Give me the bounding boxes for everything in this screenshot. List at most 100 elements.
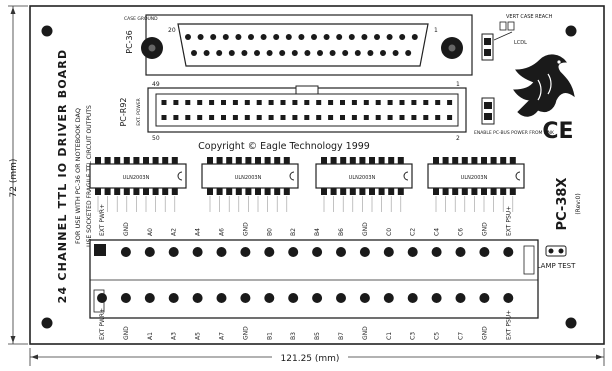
- terminal-screw[interactable]: [359, 247, 370, 257]
- terminal-screw[interactable]: [144, 293, 155, 303]
- terminal-screw[interactable]: [240, 247, 251, 257]
- idc50-pin: [447, 115, 453, 120]
- d37-pin: [285, 34, 292, 40]
- d37-pin: [210, 34, 217, 40]
- idc50-pin: [399, 100, 405, 105]
- terminal-label-top: EXT PSU+: [505, 206, 512, 236]
- terminal-label-top: C6: [458, 228, 465, 236]
- d37-pin-1-label: 1: [434, 27, 438, 34]
- d37-pin: [185, 34, 191, 40]
- terminal-screw[interactable]: [192, 247, 203, 257]
- idc50-pin: [304, 115, 310, 120]
- ic-pad: [378, 157, 385, 164]
- d37-pin: [317, 50, 323, 56]
- terminal-block: [89, 239, 539, 319]
- idc50-pin: [375, 115, 381, 120]
- idc50-pin: [328, 115, 334, 120]
- terminal-screw[interactable]: [336, 247, 346, 257]
- case-jumper-sublabel: LCDL: [514, 40, 527, 46]
- terminal-screw[interactable]: [216, 247, 227, 257]
- ic-pad: [104, 188, 111, 195]
- terminal-screw[interactable]: [120, 293, 131, 303]
- terminal-label-bottom: B7: [338, 332, 345, 340]
- terminal-label-bottom: B3: [290, 332, 297, 340]
- ic-pad: [397, 188, 404, 195]
- idc50-pin: [411, 100, 417, 105]
- d37-pin: [336, 34, 343, 40]
- terminal-screw[interactable]: [312, 293, 323, 303]
- terminal-screw[interactable]: [455, 293, 466, 303]
- terminal-screw[interactable]: [479, 247, 490, 257]
- mounting-hole-bottom-right: [565, 317, 577, 329]
- terminal-screw[interactable]: [503, 247, 514, 257]
- case-jumper-label: VERT CASE REACH: [506, 14, 553, 20]
- ic-pad: [274, 188, 281, 195]
- terminal-screw[interactable]: [216, 293, 227, 303]
- terminal-screw[interactable]: [264, 293, 275, 303]
- ic-pad: [162, 157, 169, 164]
- model-label: PC-38X: [555, 178, 570, 231]
- d37-pin: [241, 50, 248, 56]
- idc50-connector-label: PC-R92: [119, 97, 128, 126]
- ic-pad: [359, 188, 366, 195]
- terminal-label-bottom: GND: [123, 326, 130, 340]
- terminal-screw[interactable]: [336, 293, 346, 303]
- terminal-screw[interactable]: [407, 247, 418, 257]
- terminal-screw[interactable]: [192, 293, 203, 303]
- terminal-screw[interactable]: [120, 247, 131, 257]
- idc50-pin: [256, 115, 262, 120]
- ic-pad: [171, 157, 178, 164]
- idc50-pin: [423, 100, 429, 105]
- terminal-screw[interactable]: [97, 293, 107, 303]
- terminal-screw[interactable]: [431, 293, 442, 303]
- terminal-label-top: GND: [242, 222, 249, 236]
- terminal-screw[interactable]: [383, 247, 394, 257]
- d37-pin: [311, 34, 317, 40]
- idc50-pin-2-label: 2: [456, 135, 460, 142]
- idc50-pin: [268, 100, 274, 105]
- idc50-pins-bottom: [161, 115, 453, 120]
- terminal-screw[interactable]: [479, 293, 490, 303]
- power-jumper: [481, 97, 495, 125]
- terminal-screw[interactable]: [431, 247, 442, 257]
- terminals-bottom-row: [97, 293, 514, 303]
- idc50-pin: [375, 100, 381, 105]
- d37-pin: [374, 34, 380, 40]
- d37-pin: [411, 34, 418, 40]
- d37-pin: [279, 50, 286, 56]
- d37-connector-label: PC-36: [125, 30, 134, 53]
- idc50-pin: [351, 115, 357, 120]
- terminal-screw[interactable]: [264, 247, 275, 257]
- d37-case-ground-label: CASE GROUND: [124, 16, 158, 22]
- terminal-screw[interactable]: [288, 293, 299, 303]
- idc50-pin: [244, 100, 250, 105]
- ic-pad: [349, 157, 356, 164]
- ic-pad: [461, 188, 468, 195]
- d37-pin: [304, 50, 311, 56]
- terminal-screw[interactable]: [144, 247, 155, 257]
- terminal-screw[interactable]: [312, 247, 323, 257]
- idc50-pin: [351, 100, 357, 105]
- ic-pad: [235, 188, 242, 195]
- height-dimension-label: 72 (mm): [9, 159, 19, 198]
- terminal-screw[interactable]: [455, 247, 466, 257]
- terminal-screw[interactable]: [503, 293, 514, 303]
- mounting-hole-top-right: [565, 25, 577, 37]
- terminal-screw[interactable]: [359, 293, 370, 303]
- terminal-screw[interactable]: [407, 293, 418, 303]
- ic-pad: [340, 157, 347, 164]
- terminal-screw[interactable]: [288, 247, 299, 257]
- terminal-screw[interactable]: [240, 293, 251, 303]
- terminal-screw[interactable]: [168, 293, 179, 303]
- d37-pin: [354, 50, 361, 56]
- idc50-pin: [173, 100, 179, 105]
- ic-pad: [114, 188, 121, 195]
- ic-pad: [359, 157, 366, 164]
- idc50-pin: [304, 100, 310, 105]
- terminal-screw[interactable]: [383, 293, 394, 303]
- terminal-screw[interactable]: [168, 247, 179, 257]
- terminal-label-top: B0: [266, 228, 273, 236]
- idc50-pin: [363, 115, 369, 120]
- terminal-label-bottom: C7: [458, 332, 465, 340]
